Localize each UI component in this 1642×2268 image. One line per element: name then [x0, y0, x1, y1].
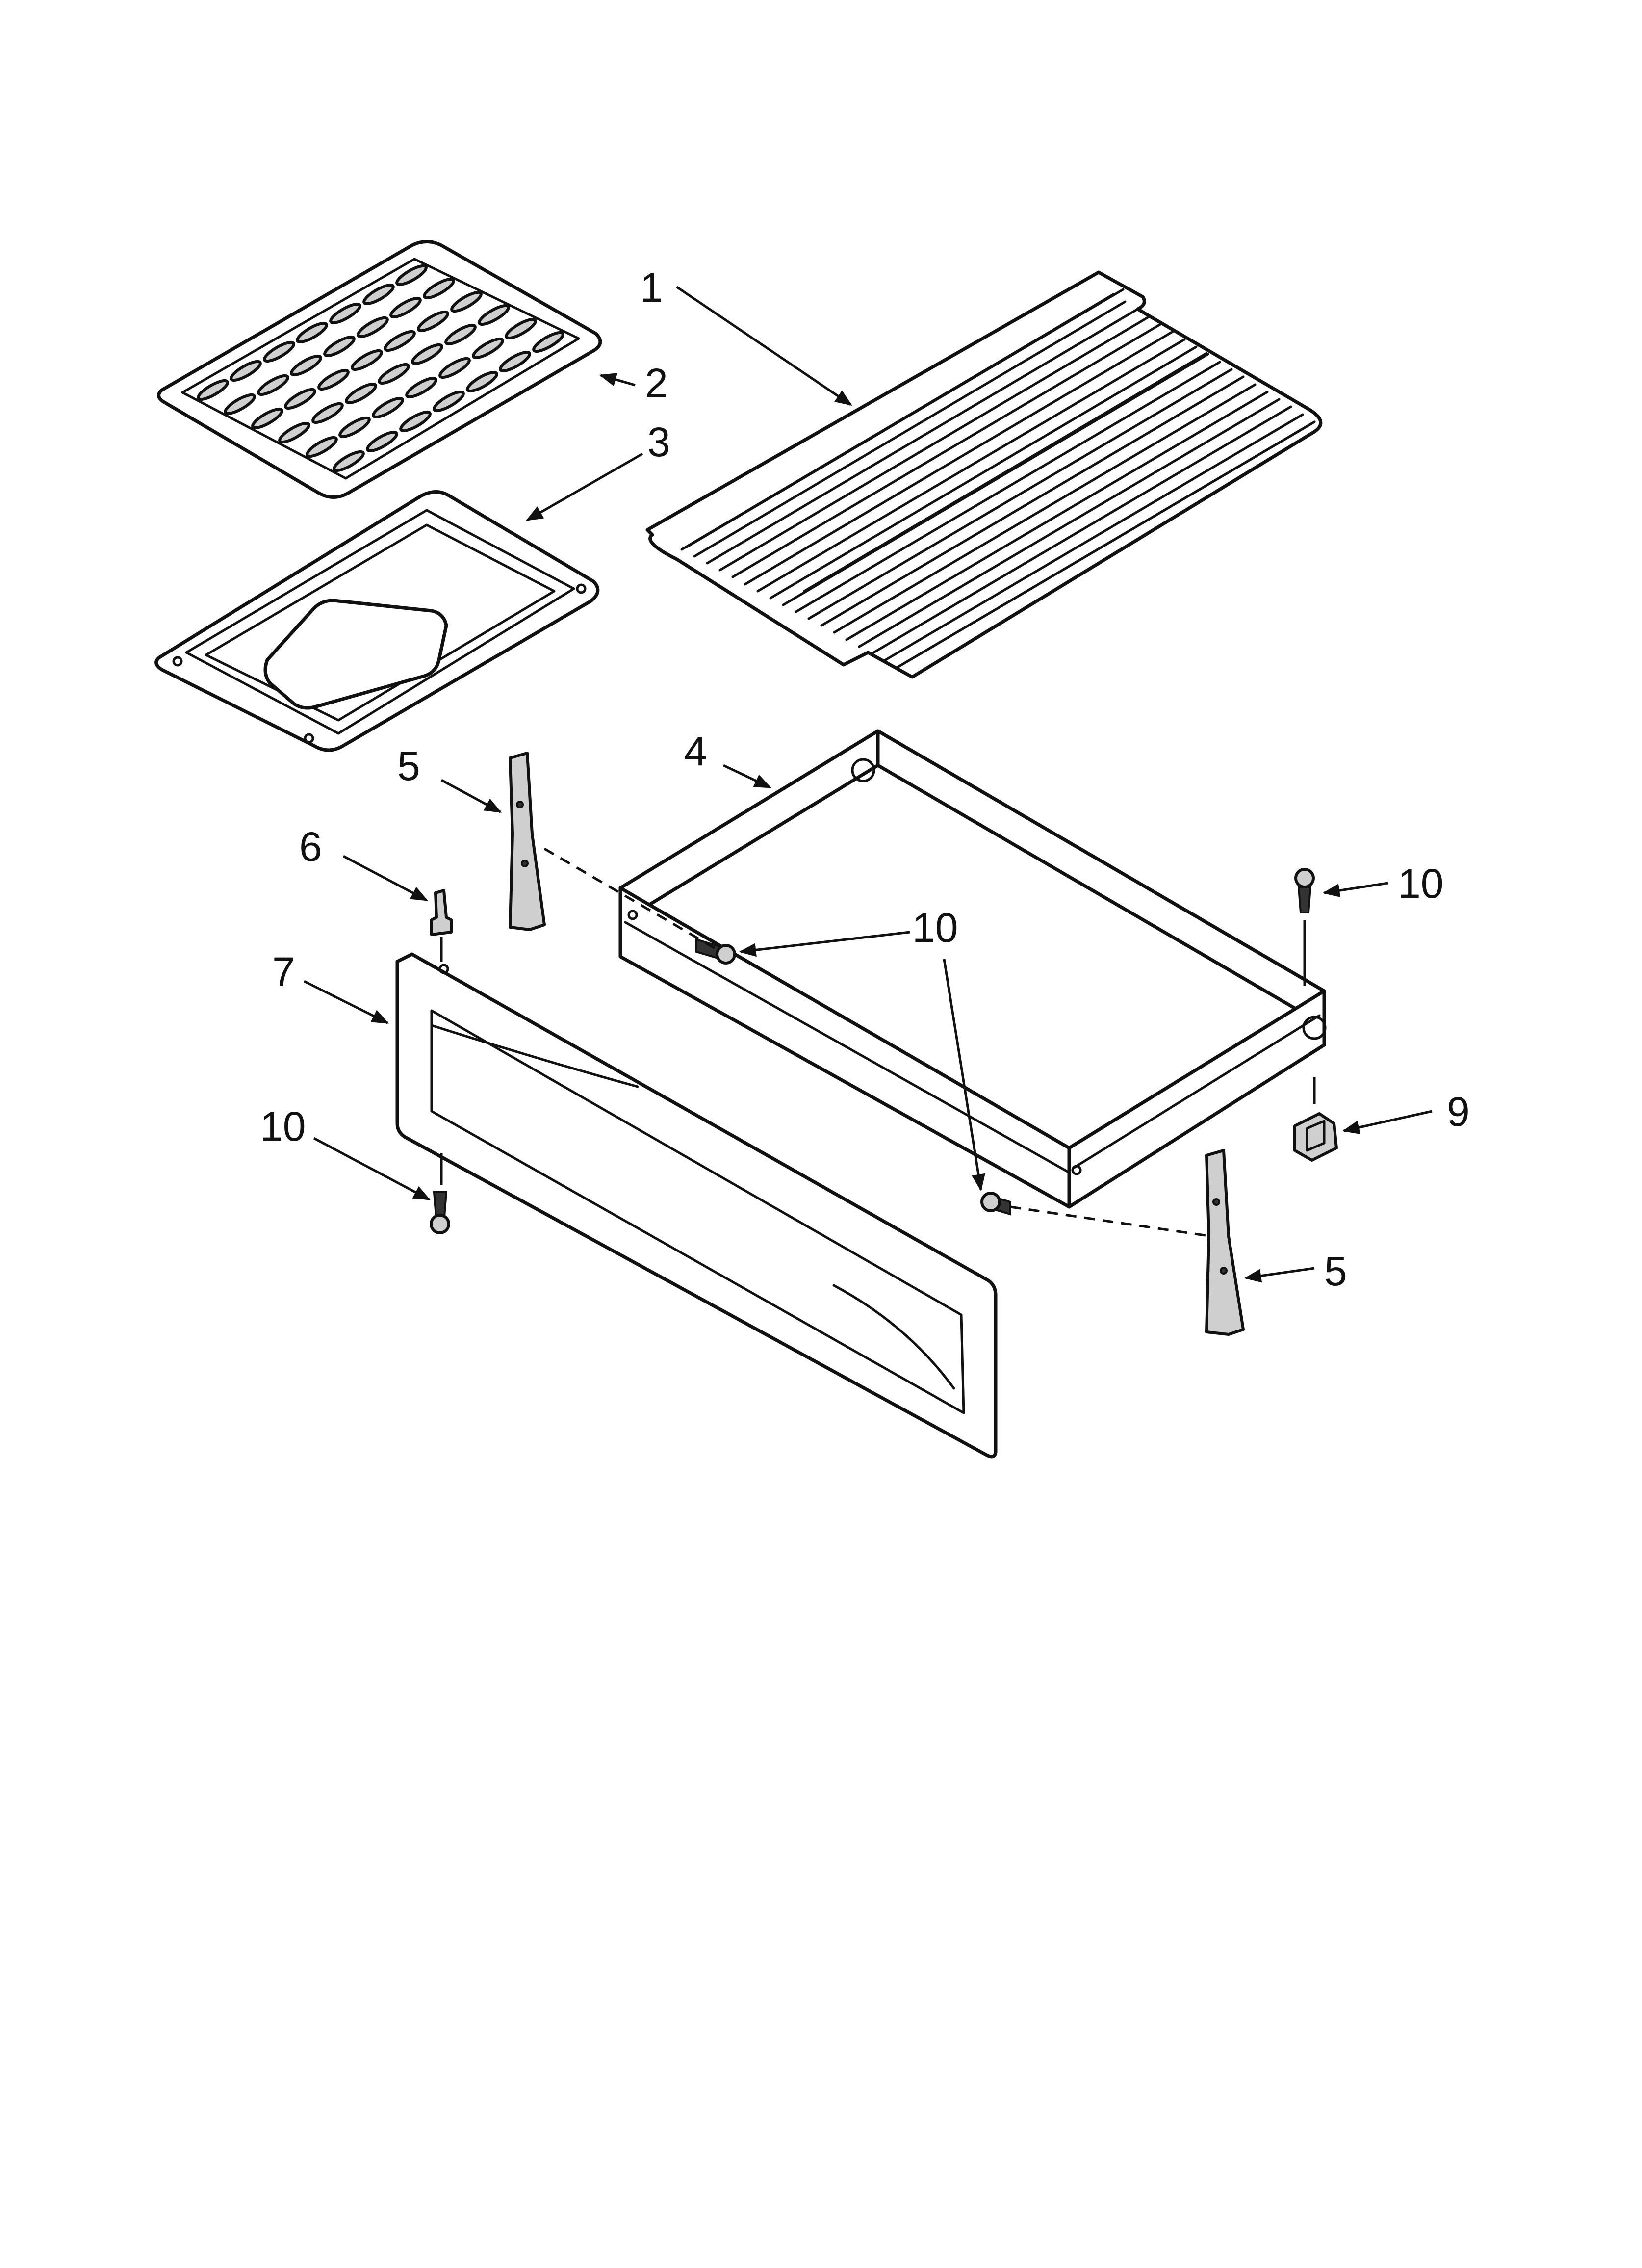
grid-slot [395, 264, 428, 287]
leader-10b2 [943, 959, 985, 1192]
callout-5b: 5 [1324, 1248, 1347, 1294]
grid-slot [317, 368, 350, 391]
drawer-slide-left-part [509, 752, 546, 931]
callout-6: 6 [299, 824, 322, 870]
rack-bar [795, 361, 1221, 613]
rack-bar [871, 405, 1292, 655]
bracket-part [1293, 1077, 1338, 1162]
callout-9: 9 [1447, 1089, 1470, 1135]
leader-6 [342, 855, 429, 902]
grid-slot [478, 304, 510, 326]
grid-slot [417, 310, 449, 333]
grid-slot [444, 323, 477, 346]
grid-slot [532, 331, 564, 353]
rack-bar [706, 308, 1138, 565]
rack-bar [858, 398, 1281, 648]
grid-slot [505, 317, 537, 340]
rack-bar [744, 330, 1174, 586]
callout-10a: 10 [1398, 860, 1443, 907]
leader-4 [722, 764, 772, 789]
grid-slot [378, 363, 410, 385]
grid-slot [323, 335, 356, 358]
rack-bar [845, 391, 1269, 641]
grid-slot [466, 370, 498, 393]
grid-slot [284, 388, 316, 410]
leader-10b [739, 931, 910, 957]
grid-slot [338, 416, 371, 439]
grid-slot [333, 450, 365, 472]
rack-bar [731, 323, 1162, 578]
grid-slot [472, 337, 504, 360]
rack-bar [718, 315, 1150, 572]
callout-1: 1 [640, 264, 663, 311]
grid-slot [423, 277, 455, 300]
grid-slot [405, 376, 437, 399]
callout-10b: 10 [912, 905, 958, 951]
grid-slot [351, 349, 383, 371]
screw-part-4 [430, 1153, 450, 1234]
callout-3: 3 [647, 419, 670, 465]
grid-slot [329, 302, 361, 325]
rack-bar [820, 375, 1245, 627]
grid-slot [224, 393, 256, 416]
drawer-slide-right-part [1205, 1149, 1245, 1336]
screw-part-2 [980, 1192, 1011, 1216]
oven-rack-part [645, 270, 1323, 679]
grid-slot [399, 410, 432, 433]
grid-slot [311, 402, 344, 424]
grid-slot [366, 430, 398, 453]
grid-slot [296, 321, 328, 344]
callout-5a: 5 [397, 743, 420, 789]
grid-slot [230, 360, 262, 382]
grid-slot [362, 283, 395, 306]
broiler-grid-part [157, 240, 602, 499]
drawer-front-panel-part [395, 952, 998, 1459]
callout-7: 7 [272, 949, 295, 995]
grid-slot [438, 357, 471, 379]
grid-slot [306, 436, 338, 458]
grid-slot [357, 316, 389, 339]
broiler-pan-part [154, 490, 600, 752]
leader-10c [313, 1137, 431, 1201]
grid-slot [384, 330, 416, 352]
drawer-body-part [618, 729, 1327, 1209]
leader-10a [1322, 882, 1388, 898]
grid-slot [389, 296, 422, 319]
grid-slot [411, 343, 443, 365]
screw-part-1 [695, 938, 736, 965]
screw-part-3 [1294, 868, 1315, 986]
rack-bar [883, 413, 1304, 662]
stud-part [430, 889, 453, 962]
rack-bar [807, 368, 1233, 620]
alignment-line-left [543, 847, 722, 953]
leader-9 [1342, 1110, 1433, 1134]
grid-slot [450, 290, 483, 313]
grid-slot [197, 379, 229, 401]
grid-slot [263, 340, 295, 363]
grid-slot [372, 396, 404, 419]
callout-2: 2 [645, 360, 668, 406]
grid-slot [251, 407, 283, 430]
rack-bar [756, 338, 1186, 593]
callout-10c: 10 [260, 1103, 306, 1149]
grid-slot [290, 354, 322, 377]
rack-bar [769, 345, 1198, 600]
leader-5a [440, 779, 502, 813]
alignment-line-right [1010, 1205, 1212, 1238]
leader-5b [1244, 1267, 1315, 1283]
leader-3 [525, 452, 643, 521]
rack-bar [693, 300, 1127, 558]
rack-bar [833, 383, 1257, 634]
grid-slot [433, 390, 465, 413]
grid-slot [345, 382, 377, 405]
leader-2 [599, 373, 636, 387]
callout-4: 4 [684, 728, 707, 774]
leader-1 [676, 286, 852, 406]
grid-slot [499, 350, 531, 373]
grid-slot [257, 374, 289, 396]
grid-slot [278, 421, 310, 444]
leader-7 [303, 980, 389, 1024]
